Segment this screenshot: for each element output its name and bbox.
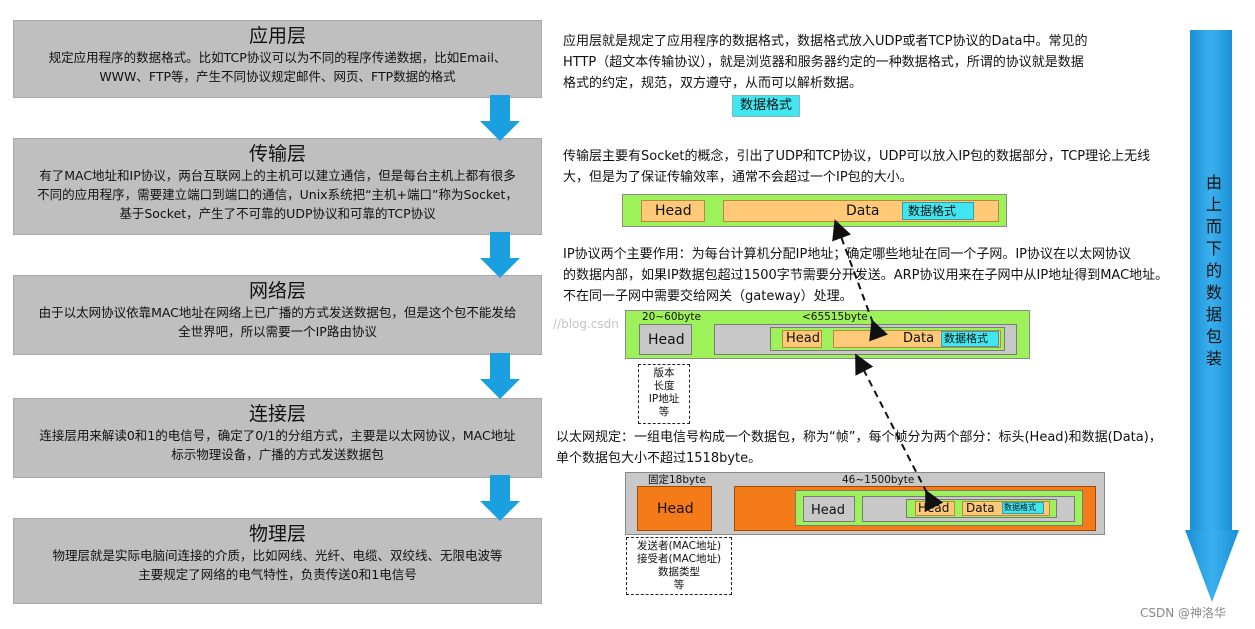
field-line: 长度 — [653, 380, 675, 392]
eth-head-label: Head — [657, 501, 694, 517]
layer-title: 物理层 — [248, 523, 306, 545]
data-format-tag: 数据格式 — [732, 95, 800, 117]
down-arrow-icon — [480, 95, 520, 141]
eth-data-format-label: 数据格式 — [1004, 503, 1036, 512]
ip-data-format-label: 数据格式 — [944, 332, 988, 345]
field-line: 接受者(MAC地址) — [636, 553, 722, 565]
watermark-url: //blog.csdn — [553, 317, 619, 331]
ip-data-size: <65515byte — [802, 311, 868, 323]
ip-head-size: 20~60byte — [642, 311, 701, 323]
layer-desc-line: 全世界吧，所以需要一个IP路由协议 — [178, 324, 377, 339]
layer-network: 网络层 由于以太网协议依靠MAC地址在网络上已广播的方式发送数据包，但是这个包不… — [13, 275, 542, 355]
top-down-arrow-icon — [1185, 30, 1239, 602]
layer-desc-line: WWW、FTP等，产生不同协议规定邮件、网页、FTP数据的格式 — [99, 69, 456, 84]
ip-data-format-box — [941, 331, 999, 347]
note-line: IP协议两个主要作用：为每台计算机分配IP地址；确定哪些地址在同一个子网。IP协… — [563, 247, 1132, 262]
layer-desc-line: 物理层就是实际电脑间连接的介质，比如网线、光纤、电缆、双绞线、无限电波等 — [52, 548, 503, 563]
down-arrow-icon — [480, 475, 520, 521]
note-line: HTTP（超文本传输协议），就是浏览器和服务器约定的一种数据格式，所谓的协议就是… — [563, 55, 1084, 70]
down-arrow-icon — [480, 232, 520, 278]
note-application: 应用层就是规定了应用程序的数据格式，数据格式放入UDP或者TCP协议的Data中… — [563, 31, 1088, 94]
note-network: IP协议两个主要作用：为每台计算机分配IP地址；确定哪些地址在同一个子网。IP协… — [563, 244, 1168, 307]
note-line: 单个数据包大小不超过1518byte。 — [556, 451, 762, 466]
ip-head-fields: 版本 长度 IP地址 等 — [638, 364, 690, 424]
layer-desc-line: 主要规定了网络的电气特性，负责传送0和1电信号 — [138, 567, 417, 582]
down-arrow-icon — [480, 353, 520, 399]
layer-desc-line: 由于以太网协议依靠MAC地址在网络上已广播的方式发送数据包，但是这个包不能发给 — [38, 305, 517, 320]
ip-inner-head-box — [782, 330, 822, 348]
eth-head-fields: 发送者(MAC地址) 接受者(MAC地址) 数据类型 等 — [626, 537, 732, 595]
note-line: 的数据内部，如果IP数据包超过1500字节需要分开发送。ARP协议用来在子网中从… — [563, 268, 1169, 283]
field-line: 数据类型 — [658, 566, 700, 578]
layer-desc-line: 基于Socket，产生了不可靠的UDP协议和可靠的TCP协议 — [119, 206, 436, 221]
eth-inner-tcp-head-label: Head — [918, 501, 950, 515]
layer-desc-line: 有了MAC地址和IP协议，两台互联网上的主机可以建立通信，但是每台主机上都有很多 — [39, 168, 516, 183]
note-line: 以太网规定：一组电信号构成一个数据包，称为“帧”，每个帧分为两个部分：标头(He… — [556, 430, 1162, 445]
eth-inner-ip-head — [803, 496, 855, 522]
layer-desc-line: 规定应用程序的数据格式。比如TCP协议可以为不同的程序传递数据，比如Email、 — [48, 50, 507, 65]
tcp-data-format-label: 数据格式 — [908, 204, 957, 218]
tcp-data-format-box — [902, 202, 974, 220]
layer-desc-line: 标示物理设备，广播的方式发送数据包 — [171, 447, 384, 462]
tcp-data-label: Data — [846, 203, 880, 219]
eth-inner-ip-head-label: Head — [811, 503, 845, 518]
top-down-label: 由上而下的数据包装 — [1205, 173, 1222, 368]
eth-head-box — [637, 486, 712, 531]
note-line: 传输层主要有Socket的概念，引出了UDP和TCP协议，UDP可以放入IP包的… — [563, 149, 1151, 164]
note-transport: 传输层主要有Socket的概念，引出了UDP和TCP协议，UDP可以放入IP包的… — [563, 146, 1150, 188]
tcp-head-box — [641, 200, 705, 222]
layer-title: 网络层 — [248, 280, 306, 302]
ip-inner-head-label: Head — [786, 331, 820, 346]
tcp-head-label: Head — [655, 203, 692, 219]
eth-inner-tcp-data-label: Data — [966, 501, 995, 515]
layer-desc-line: 不同的应用程序，需要建立端口到端口的通信，Unix系统把“主机+端口”称为Soc… — [37, 187, 518, 202]
eth-head-size: 固定18byte — [648, 474, 706, 486]
layer-transport: 传输层 有了MAC地址和IP协议，两台互联网上的主机可以建立通信，但是每台主机上… — [13, 138, 542, 235]
field-line: 等 — [673, 579, 685, 591]
ip-head-box — [639, 324, 692, 355]
note-line: 格式的约定，规范，双方遵守，从而可以解析数据。 — [563, 76, 863, 91]
field-line: 版本 — [653, 367, 675, 379]
field-line: 发送者(MAC地址) — [636, 540, 722, 552]
ip-inner-data-label: Data — [903, 331, 935, 346]
layer-title: 传输层 — [248, 143, 306, 165]
layer-physical: 物理层 物理层就是实际电脑间连接的介质，比如网线、光纤、电缆、双绞线、无限电波等… — [13, 518, 542, 604]
note-line: 应用层就是规定了应用程序的数据格式，数据格式放入UDP或者TCP协议的Data中… — [563, 34, 1088, 49]
field-line: IP地址 — [648, 393, 680, 405]
layer-application: 应用层 规定应用程序的数据格式。比如TCP协议可以为不同的程序传递数据，比如Em… — [13, 20, 542, 98]
layer-title: 应用层 — [248, 25, 306, 47]
field-line: 等 — [658, 406, 670, 418]
layer-title: 连接层 — [248, 403, 306, 425]
ip-head-label: Head — [648, 332, 685, 348]
watermark: CSDN @神洛华 — [1140, 606, 1227, 620]
eth-data-format-box — [1002, 502, 1044, 514]
data-format-label: 数据格式 — [739, 98, 792, 113]
note-link: 以太网规定：一组电信号构成一个数据包，称为“帧”，每个帧分为两个部分：标头(He… — [556, 427, 1162, 469]
layer-desc-line: 连接层用来解读0和1的电信号，确定了0/1的分组方式，主要是以太网协议，MAC地… — [39, 428, 516, 443]
note-line: 不在同一子网中需要交给网关（gateway）处理。 — [563, 289, 853, 304]
note-line: 大，但是为了保证传输效率，通常不会超过一个IP包的大小。 — [563, 170, 913, 185]
layer-link: 连接层 连接层用来解读0和1的电信号，确定了0/1的分组方式，主要是以太网协议，… — [13, 398, 542, 478]
